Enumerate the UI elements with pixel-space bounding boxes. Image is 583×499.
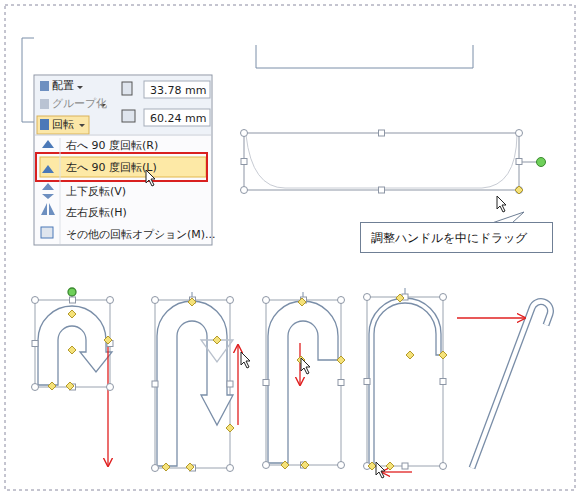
cursors xyxy=(241,352,385,478)
handles xyxy=(32,130,524,472)
menu xyxy=(34,75,212,245)
size-value: 33.78 mm xyxy=(150,84,206,97)
arrow-shapes xyxy=(35,288,550,468)
menu-item: 上下反転(V) xyxy=(66,185,126,198)
motion-arrows xyxy=(108,318,525,472)
callout-text: 調整ハンドルを中にドラッグ xyxy=(371,231,542,246)
ribbon-button: 配置 xyxy=(52,79,74,92)
menu-item: 左右反転(H) xyxy=(66,206,127,219)
menu-item: 右へ 90 度回転(R) xyxy=(66,139,158,152)
size-value: 60.24 mm xyxy=(150,112,206,125)
bracket xyxy=(256,45,473,68)
menu-item: 左へ 90 度回転(L) xyxy=(66,161,157,174)
frame xyxy=(5,5,575,490)
ribbon-button: 回転 xyxy=(52,118,74,131)
selected-shape xyxy=(244,133,546,223)
ribbon-button: グループ化 xyxy=(52,97,107,110)
callout-box: 調整ハンドルを中にドラッグ xyxy=(360,222,553,253)
bracket xyxy=(22,38,34,122)
menu-item: その他の回転オプション(M)... xyxy=(66,228,216,241)
